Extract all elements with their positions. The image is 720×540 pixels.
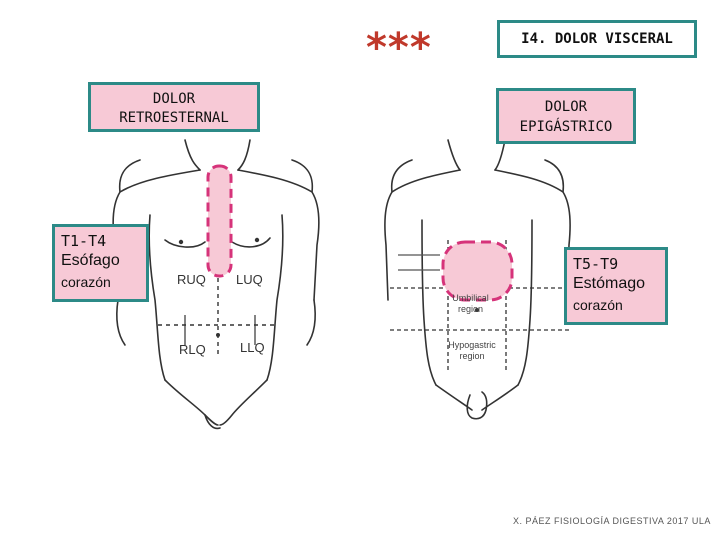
t1-t4-organ2: corazón (61, 274, 111, 290)
epigastrico-label-box: DOLOR EPIGÁSTRICO (496, 88, 636, 144)
right-navel-icon (475, 308, 479, 312)
retrosternal-pain-area (206, 164, 233, 278)
epigastric-pain-area (441, 240, 514, 302)
t1-t4-box: T1-T4 Esófago corazón (52, 224, 149, 302)
umbilical-line-2: region (457, 304, 484, 314)
epigastrico-line-2: EPIGÁSTRICO (519, 119, 613, 135)
right-torso-outline (384, 139, 571, 420)
ruq-label: RUQ (177, 272, 206, 287)
umbilical-line-1: Umbilical (452, 293, 489, 303)
hypogastric-line-2: region (459, 351, 485, 361)
t5-t9-box: T5-T9 Estómago corazón (564, 247, 668, 325)
t1-t4-segment: T1-T4 (61, 232, 107, 250)
asterisks-mark: *** (366, 25, 432, 71)
hypogastric-region-label: Hypogastric region (440, 340, 504, 362)
hypogastric-line-1: Hypogastric (448, 340, 496, 350)
rlq-label: RLQ (179, 342, 206, 357)
t5-t9-organ2: corazón (573, 297, 623, 313)
llq-label: LLQ (240, 340, 265, 355)
t1-t4-organ: Esófago (61, 252, 120, 269)
section-title: I4. DOLOR VISCERAL (497, 20, 697, 58)
retroesternal-label-box: DOLOR RETROESTERNAL (88, 82, 260, 132)
footer-credit: X. PÁEZ FISIOLOGÍA DIGESTIVA 2017 ULA (513, 516, 711, 526)
t5-t9-organ: Estómago (573, 275, 646, 292)
right-nipple-icon (254, 237, 260, 243)
luq-label: LUQ (236, 272, 263, 287)
left-nipple-icon (178, 239, 184, 245)
t5-t9-segment: T5-T9 (573, 255, 619, 273)
umbilical-region-label: Umbilical region (448, 293, 493, 315)
retroesternal-line-2: RETROESTERNAL (119, 110, 229, 126)
epigastrico-line-1: DOLOR (544, 99, 588, 115)
retroesternal-line-1: DOLOR (152, 91, 196, 107)
left-torso-outline (112, 139, 320, 430)
